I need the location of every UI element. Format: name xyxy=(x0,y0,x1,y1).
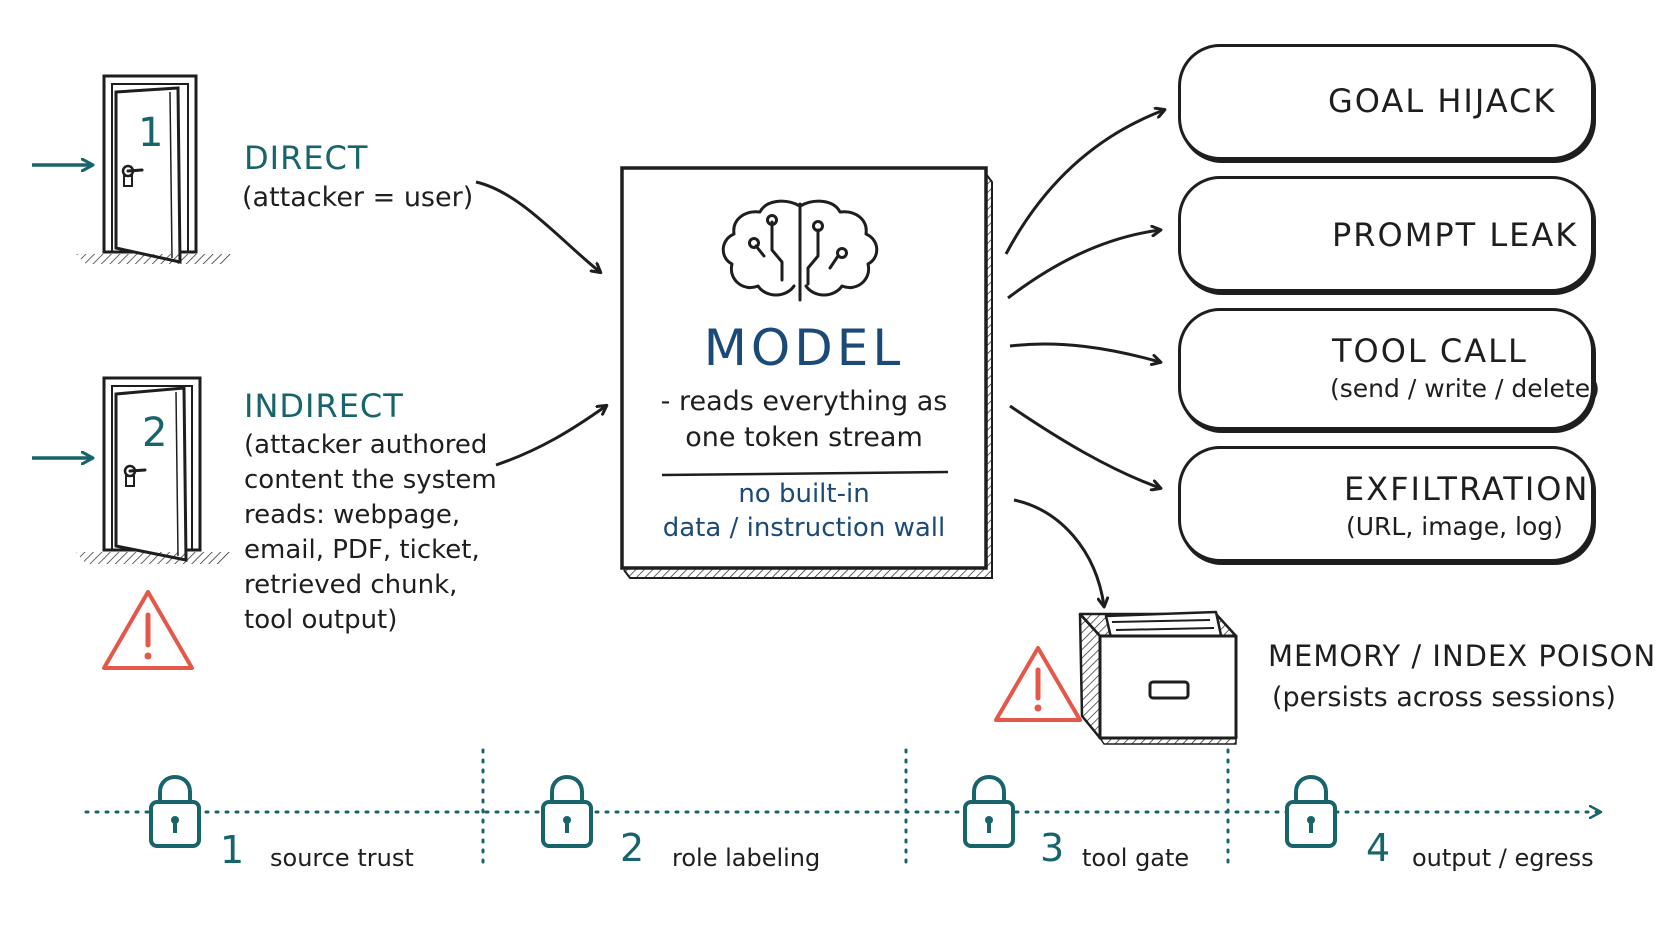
indirect-desc-line: tool output) xyxy=(244,605,398,635)
indirect-desc-line: (attacker authored xyxy=(244,430,488,460)
model-note-1: no built-in xyxy=(738,479,870,509)
defense-number-3: 3 xyxy=(1040,826,1065,870)
door-2-number: 2 xyxy=(142,410,168,456)
model-note-2: data / instruction wall xyxy=(662,513,946,543)
lock-icon-1 xyxy=(149,775,201,848)
defense-lane xyxy=(84,748,1600,868)
arrow-to-exfiltration xyxy=(1009,404,1160,488)
model-box xyxy=(620,166,993,579)
direct-subtitle: (attacker = user) xyxy=(242,182,474,213)
indirect-to-model-arrow xyxy=(495,406,606,467)
outcome-goal-hijack xyxy=(1178,44,1594,160)
indirect-desc-line: email, PDF, ticket, xyxy=(244,535,480,565)
model-line-1: - reads everything as xyxy=(660,386,948,417)
door-1-number: 1 xyxy=(138,110,164,156)
arrow-to-tool-call xyxy=(1009,342,1160,362)
defense-number-1: 1 xyxy=(220,828,245,872)
tool-call-subtitle: (send / write / delete) xyxy=(1330,374,1600,403)
exfiltration-title: EXFILTRATION xyxy=(1344,470,1590,508)
memory-warning-icon xyxy=(994,646,1082,722)
memory-title: MEMORY / INDEX POISON xyxy=(1268,639,1657,673)
lock-icon-3 xyxy=(963,775,1015,848)
outcome-prompt-leak xyxy=(1178,176,1594,292)
door-2-icon xyxy=(32,376,236,564)
direct-to-model-arrow xyxy=(475,180,600,272)
indirect-desc-line: content the system xyxy=(244,465,497,495)
defense-label-4: output / egress xyxy=(1412,844,1594,872)
outcome-exfiltration xyxy=(1178,446,1594,562)
indirect-title: INDIRECT xyxy=(244,387,404,425)
indirect-desc-line: reads: webpage, xyxy=(244,500,461,530)
model-line-2: one token stream xyxy=(685,422,923,453)
exfiltration-subtitle: (URL, image, log) xyxy=(1346,512,1563,541)
warning-icon xyxy=(102,590,194,670)
defense-label-1: source trust xyxy=(270,844,414,872)
indirect-description: (attacker authored content the system re… xyxy=(244,428,497,638)
arrow-to-prompt-leak xyxy=(1007,230,1160,300)
brain-icon xyxy=(721,199,879,302)
direct-title: DIRECT xyxy=(244,139,369,177)
defense-number-2: 2 xyxy=(620,826,645,870)
defense-label-2: role labeling xyxy=(672,844,821,872)
file-drawer-icon xyxy=(1078,610,1238,745)
defense-label-3: tool gate xyxy=(1082,844,1190,872)
lock-icon-2 xyxy=(541,775,593,848)
arrow-to-goal-hijack xyxy=(1004,110,1164,255)
arrow-to-memory xyxy=(1013,498,1104,606)
memory-subtitle: (persists across sessions) xyxy=(1272,682,1616,713)
indirect-desc-line: retrieved chunk, xyxy=(244,570,458,600)
tool-call-title: TOOL CALL xyxy=(1332,332,1528,370)
goal-hijack-title: GOAL HIJACK xyxy=(1328,82,1557,120)
door-1-icon xyxy=(32,74,236,264)
lock-icon-4 xyxy=(1285,775,1337,848)
model-title: MODEL xyxy=(703,319,905,377)
outcome-tool-call xyxy=(1178,308,1594,430)
prompt-leak-title: PROMPT LEAK xyxy=(1332,216,1579,254)
defense-number-4: 4 xyxy=(1366,826,1391,870)
